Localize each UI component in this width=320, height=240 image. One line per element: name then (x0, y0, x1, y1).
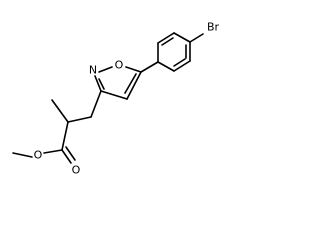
atom-label-o-carbonyl: O (72, 164, 81, 177)
bond-c3-c4 (100, 90, 128, 100)
bond-ch-carbonyl (61, 121, 69, 151)
bond-benzene-2 (157, 32, 175, 44)
bond-benzene-double-2 (173, 58, 186, 67)
bond-ch2-ch (67, 116, 92, 123)
bond-benzene-4 (157, 61, 175, 72)
bond-oester-methyl (12, 152, 33, 158)
bond-c-oester (43, 149, 63, 154)
bond-benzene-1 (173, 32, 191, 43)
bond-c3-ch2 (90, 90, 102, 118)
bond-carbonyl-o-2 (65, 146, 76, 161)
bond-phenyl-isoxazole (140, 61, 159, 73)
atom-label-o-ester: O (34, 149, 43, 162)
bond-ch-methyl (51, 99, 69, 123)
bond-c5-o (125, 66, 142, 73)
atom-label-o-ring: O (115, 59, 124, 72)
bond-benzene-5 (173, 60, 191, 72)
bond-n-c3 (94, 75, 102, 92)
bond-o-n (98, 66, 113, 73)
bond-benzene-double-1 (161, 37, 174, 46)
isoxazole-ring (94, 66, 142, 100)
bond-n-c3-double (98, 78, 105, 90)
molecule-structure: Br O N O O (12, 21, 220, 177)
bond-c4-c5 (126, 71, 142, 100)
atom-label-n-ring: N (89, 64, 97, 77)
benzene-ring (157, 32, 191, 72)
side-chain (12, 90, 102, 164)
bond-c-br (189, 33, 204, 43)
bond-c4-c5-double (124, 73, 137, 94)
bond-carbonyl-o-1 (61, 149, 72, 164)
atom-label-br: Br (207, 21, 220, 34)
